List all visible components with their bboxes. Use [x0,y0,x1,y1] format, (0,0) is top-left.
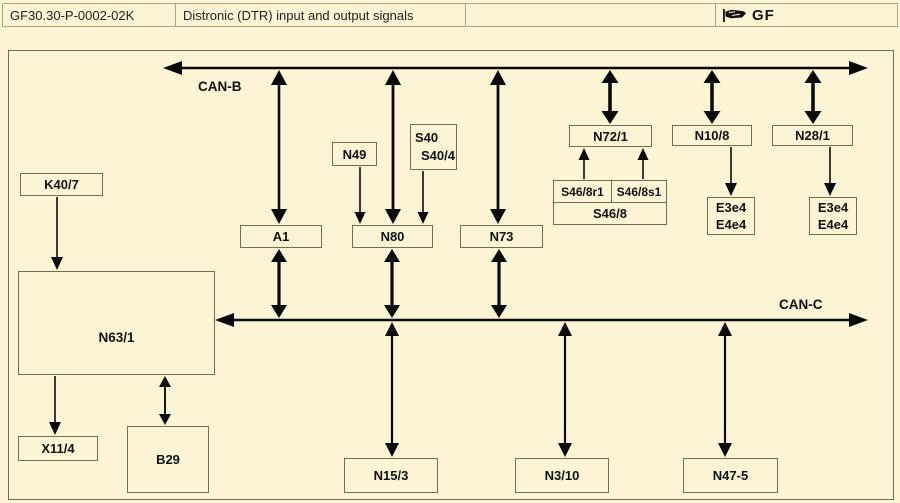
doc-title: Distronic (DTR) input and output signals [183,7,414,23]
node-e3e4-e4e4-right: E3e4 E4e4 [809,197,857,235]
node-n73-label: N73 [489,229,514,244]
header-spacer-cell [466,4,716,26]
node-n49: N49 [332,142,377,166]
node-e3e4-left-label: E3e4 [715,200,747,215]
node-k40-7-label: K40/7 [44,177,79,192]
node-n3-10: N3/10 [515,458,609,493]
node-n47-5: N47-5 [683,458,778,493]
node-x11-4: X11/4 [18,436,98,461]
node-e3e4-right-label: E3e4 [817,200,849,215]
node-s46-8s1: S46/8s1 [611,180,667,203]
node-a1-label: A1 [272,229,290,244]
node-s40: S40 S40/4 [410,124,457,170]
node-n72-1: N72/1 [569,125,652,147]
can-c-label: CAN-C [779,297,823,312]
doc-id-cell: GF30.30-P-0002-02K [3,4,176,26]
pointing-hand-icon [723,8,746,22]
doc-type-label: GF [752,6,775,24]
node-x11-4-label: X11/4 [41,441,75,456]
document-header: GF30.30-P-0002-02K Distronic (DTR) input… [2,3,898,27]
node-n80-label: N80 [380,229,405,244]
doc-type-cell: GF [716,4,897,26]
node-n73: N73 [460,225,543,248]
node-n63-1-label: N63/1 [98,329,135,345]
can-b-label: CAN-B [198,79,242,94]
node-b29-label: B29 [156,452,180,467]
node-n72-1-label: N72/1 [593,128,628,144]
node-n15-3-label: N15/3 [373,468,409,483]
node-b29: B29 [127,426,209,493]
node-n15-3: N15/3 [344,458,438,493]
node-n80: N80 [352,225,433,248]
node-n63-1: N63/1 [18,271,215,375]
node-n10-8-label: N10/8 [694,128,730,143]
node-s46-8r1: S46/8r1 [553,180,612,203]
node-s46-8-label: S46/8 [593,206,627,221]
node-s40-label-2: S40/4 [421,148,455,163]
doc-id: GF30.30-P-0002-02K [10,7,135,23]
node-n10-8: N10/8 [672,125,752,146]
node-e3e4-e4e4-left: E3e4 E4e4 [707,197,755,235]
node-s40-label-1: S40 [415,130,439,145]
doc-title-cell: Distronic (DTR) input and output signals [176,4,466,26]
node-n49-label: N49 [342,146,367,162]
node-e4e4-right-label: E4e4 [817,217,849,232]
node-n3-10-label: N3/10 [544,468,580,483]
node-n28-1: N28/1 [772,125,853,146]
node-k40-7: K40/7 [20,173,103,196]
node-n47-5-label: N47-5 [712,468,749,483]
node-e4e4-left-label: E4e4 [715,217,747,232]
node-a1: A1 [240,225,322,248]
node-s46-8: S46/8 [553,202,667,225]
node-s46-8r1-label: S46/8r1 [561,184,604,199]
node-n28-1-label: N28/1 [795,128,830,143]
doc-type-logo: GF [723,7,775,24]
node-s46-8s1-label: S46/8s1 [616,184,662,199]
